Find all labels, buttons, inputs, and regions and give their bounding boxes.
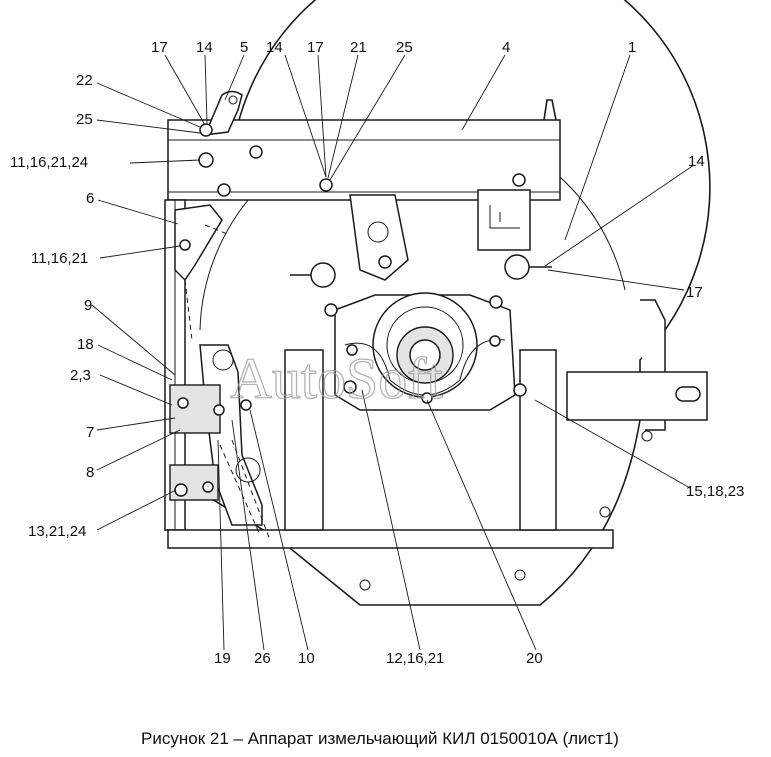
nut-flange-3 xyxy=(343,380,357,394)
callout-8: 8 xyxy=(86,464,94,481)
callout-15-18-23: 15,18,23 xyxy=(686,483,744,500)
callout-21-top: 21 xyxy=(350,39,367,56)
top-lever-hole xyxy=(228,95,238,105)
callout-9: 9 xyxy=(84,297,92,314)
idler-hole xyxy=(235,457,261,483)
nut-hub-1 xyxy=(346,344,358,356)
callout-22: 22 xyxy=(76,72,93,89)
callout-2-3: 2,3 xyxy=(70,367,91,384)
callout-14-right: 14 xyxy=(688,153,705,170)
nut-top-second xyxy=(249,145,263,159)
callout-4: 4 xyxy=(502,39,510,56)
callouts: 17 14 5 14 17 21 25 4 1 22 25 11,16,21,2… xyxy=(10,39,744,667)
callout-11-16-21-24: 11,16,21,24 xyxy=(10,154,88,171)
nut-block-3 xyxy=(174,483,188,497)
callout-6: 6 xyxy=(86,190,94,207)
nut-hanger xyxy=(378,255,392,269)
nut-hub-3 xyxy=(421,392,433,404)
base-plate xyxy=(167,529,614,549)
skirt-hole-4 xyxy=(359,579,371,591)
top-lever xyxy=(203,90,243,136)
right-hanger xyxy=(477,189,531,251)
top-beam xyxy=(167,119,561,201)
callout-26: 26 xyxy=(254,650,271,667)
nut-top-left-lower xyxy=(198,152,214,168)
nut-beam-left xyxy=(217,183,231,197)
skirt-hole-2 xyxy=(599,506,611,518)
figure-caption: Рисунок 21 – Аппарат измельчающий КИЛ 01… xyxy=(141,729,619,748)
watermark: AutoSoft xyxy=(230,346,443,411)
callout-20: 20 xyxy=(526,650,543,667)
guide-arm-dashed xyxy=(184,224,231,341)
grease-fitting-right xyxy=(504,254,530,280)
tension-rod-dashed xyxy=(219,439,271,541)
nut-top-right xyxy=(512,173,526,187)
drum-housing xyxy=(179,0,711,606)
callout-1: 1 xyxy=(628,39,636,56)
guide-arm xyxy=(174,204,223,282)
leg-left xyxy=(284,349,324,531)
nut-flange-2 xyxy=(489,295,503,309)
grease-fitting-left xyxy=(310,262,336,288)
leg-right xyxy=(519,349,557,531)
callout-13-21-24: 13,21,24 xyxy=(28,523,86,540)
angle-bracket xyxy=(489,205,520,229)
shaft-bore xyxy=(409,339,441,371)
callout-17-right: 17 xyxy=(686,284,703,301)
nut-arm xyxy=(179,239,191,251)
callout-17-top-mid: 17 xyxy=(307,39,324,56)
callout-17-top-left: 17 xyxy=(151,39,168,56)
beam-tip xyxy=(543,99,557,121)
callout-25-left: 25 xyxy=(76,111,93,128)
spout-slot xyxy=(675,386,701,402)
callout-10: 10 xyxy=(298,650,315,667)
callout-14-top-mid: 14 xyxy=(266,39,283,56)
callout-12-16-21: 12,16,21 xyxy=(386,650,444,667)
machine-assembly xyxy=(164,0,711,606)
callout-19: 19 xyxy=(214,650,231,667)
spring-block-upper xyxy=(169,384,221,434)
skirt-hole-1 xyxy=(514,569,526,581)
left-hanger xyxy=(349,194,409,281)
nut-hub-2 xyxy=(489,335,501,347)
nut-block-1 xyxy=(177,397,189,409)
skirt-hole-3 xyxy=(641,430,653,442)
callout-7: 7 xyxy=(86,424,94,441)
nut-top-mid xyxy=(319,178,333,192)
nut-block-2 xyxy=(213,404,225,416)
nut-block-4 xyxy=(202,481,214,493)
callout-18: 18 xyxy=(77,336,94,353)
callout-14-top-left: 14 xyxy=(196,39,213,56)
hanger-hole xyxy=(367,221,389,243)
nut-flange-4 xyxy=(513,383,527,397)
callout-5: 5 xyxy=(240,39,248,56)
nut-top-left xyxy=(199,123,213,137)
leader-lines xyxy=(91,54,695,651)
nut-block-5 xyxy=(240,399,252,411)
nut-flange-1 xyxy=(324,303,338,317)
callout-25-top: 25 xyxy=(396,39,413,56)
fasteners xyxy=(174,123,552,497)
callout-11-16-21: 11,16,21 xyxy=(31,250,88,267)
tension-hole xyxy=(212,349,234,371)
